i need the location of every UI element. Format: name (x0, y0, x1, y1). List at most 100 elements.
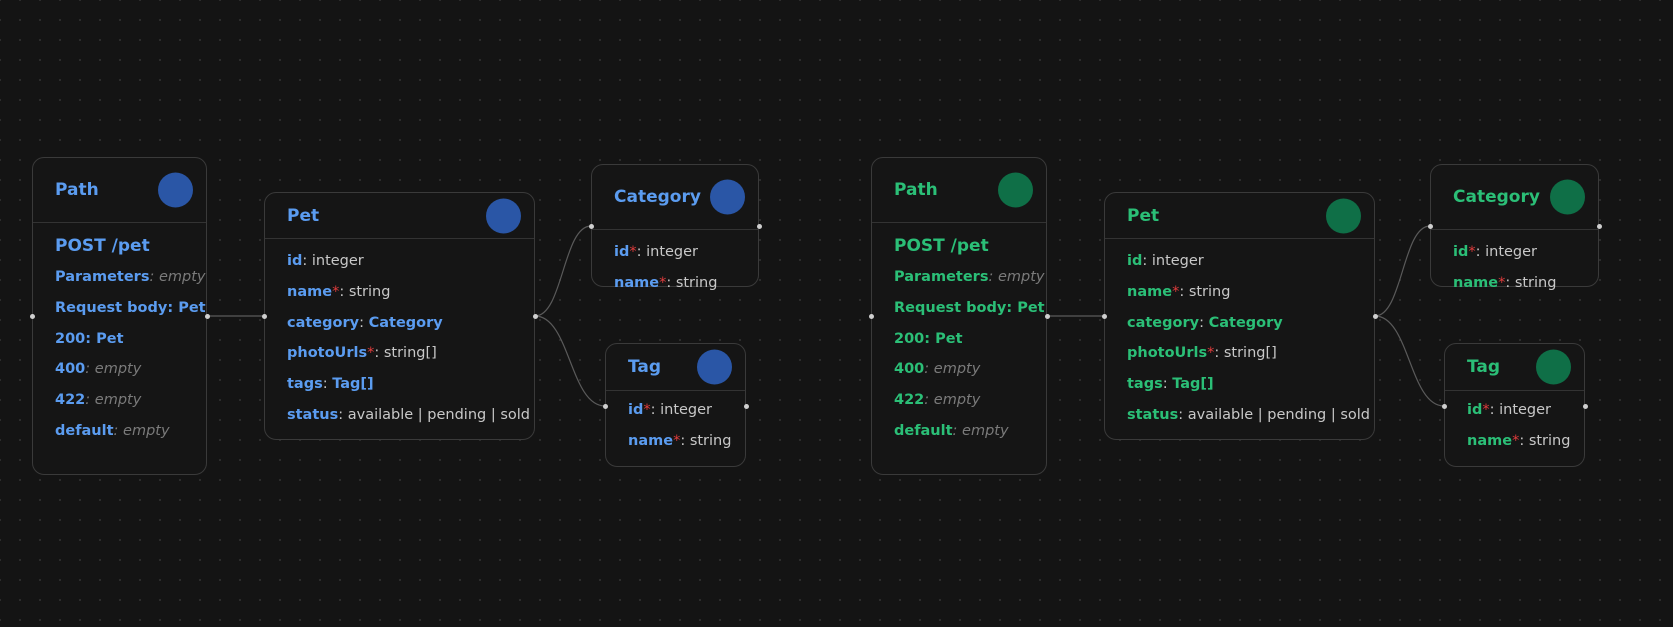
node-status-dot (710, 179, 745, 215)
category-node-2[interactable]: Category id*: integer name *: string (1430, 164, 1599, 291)
field-separator: : (1214, 345, 1224, 362)
required-marker: * (1207, 345, 1215, 362)
field-separator: : (374, 345, 384, 362)
tag-output-handle[interactable] (743, 403, 749, 409)
pet-input-handle[interactable] (1101, 313, 1107, 319)
required-marker: * (1468, 244, 1476, 260)
field-separator: : (167, 299, 179, 316)
pet-input-handle[interactable] (261, 313, 267, 319)
field-type: string (1514, 274, 1557, 291)
field-separator: : (359, 314, 369, 331)
path-input-handle[interactable] (868, 313, 874, 319)
field-key: id (614, 244, 630, 260)
pet-output-handle[interactable] (532, 313, 538, 319)
field-row: name*: string (265, 277, 534, 308)
field-row: category: Category (1105, 308, 1374, 339)
field-row: 422: empty (33, 385, 206, 416)
field-row: 400: empty (872, 354, 1046, 385)
field-row: photoUrls*: string[] (265, 338, 534, 369)
field-type: string (1528, 432, 1571, 449)
field-type: empty (94, 392, 142, 409)
field-type: empty (933, 392, 981, 409)
node-status-dot (998, 172, 1033, 208)
field-key: id (287, 253, 303, 269)
field-separator: : (1006, 299, 1018, 316)
tag-output-handle[interactable] (1582, 403, 1588, 409)
field-key: id (1453, 244, 1469, 260)
field-type: Category (1208, 314, 1283, 331)
field-separator: : (339, 283, 349, 300)
field-key: name (1127, 283, 1173, 300)
field-row: 422: empty (872, 385, 1046, 416)
node-status-dot (1326, 198, 1361, 233)
category-output-handle[interactable] (1596, 223, 1602, 229)
field-separator: : (1475, 244, 1486, 260)
field-row: id: integer (1105, 246, 1374, 277)
field-key: Parameters (894, 269, 989, 285)
field-separator: : (1505, 274, 1515, 291)
field-key: default (894, 422, 953, 439)
field-separator: : (680, 432, 690, 449)
tag-input-handle[interactable] (602, 403, 608, 409)
field-key: id (1467, 402, 1483, 418)
field-row: status: available | pending | sold (1105, 400, 1374, 431)
field-key: photoUrls (1127, 345, 1208, 362)
category-input-handle[interactable] (1427, 223, 1433, 229)
field-type: Pet (935, 330, 963, 347)
field-row: name*: string (1445, 426, 1584, 457)
node-status-dot (1550, 179, 1585, 215)
path-output-handle[interactable] (1044, 313, 1050, 319)
path-output-handle[interactable] (204, 313, 210, 319)
field-key: status (1127, 406, 1179, 423)
field-separator: : (1179, 283, 1189, 300)
field-separator: : (1142, 253, 1152, 269)
field-type: empty (123, 422, 170, 439)
field-row: Request body: Pet (33, 293, 206, 324)
endpoint-label: POST /pet (55, 236, 150, 256)
field-type: Category (368, 314, 443, 331)
node-status-dot (1536, 349, 1571, 385)
required-marker: * (629, 244, 637, 260)
field-separator: : (85, 361, 95, 378)
node-header: Pet (265, 193, 534, 239)
endpoint-label: POST /pet (894, 236, 989, 256)
field-separator: : (149, 269, 159, 285)
field-type: string (348, 283, 391, 300)
field-separator: : (1178, 406, 1188, 423)
field-key: name (1453, 274, 1499, 291)
path-input-handle[interactable] (29, 313, 35, 319)
category-output-handle[interactable] (756, 223, 762, 229)
required-marker: * (673, 432, 681, 449)
field-key: tags (1127, 376, 1163, 393)
field-row: id*: integer (1431, 237, 1598, 268)
field-separator: : (85, 392, 95, 409)
field-type: empty (997, 269, 1045, 285)
node-title: Path (894, 180, 938, 200)
pet-output-handle[interactable] (1372, 313, 1378, 319)
field-key: category (1127, 314, 1200, 331)
field-row: status: available | pending | sold (265, 400, 534, 431)
edge-pet-to-category (1374, 225, 1431, 317)
field-type: empty (158, 269, 206, 285)
field-type: available | pending | sold (347, 406, 530, 423)
field-key: id (628, 402, 644, 418)
category-input-handle[interactable] (588, 223, 594, 229)
tag-input-handle[interactable] (1441, 403, 1447, 409)
field-row: category: Category (265, 308, 534, 339)
field-row: tags: Tag[] (1105, 369, 1374, 400)
node-title: Category (1453, 187, 1540, 207)
field-type: Tag[] (332, 376, 374, 393)
required-marker: * (367, 345, 375, 362)
field-separator: : (666, 274, 676, 291)
